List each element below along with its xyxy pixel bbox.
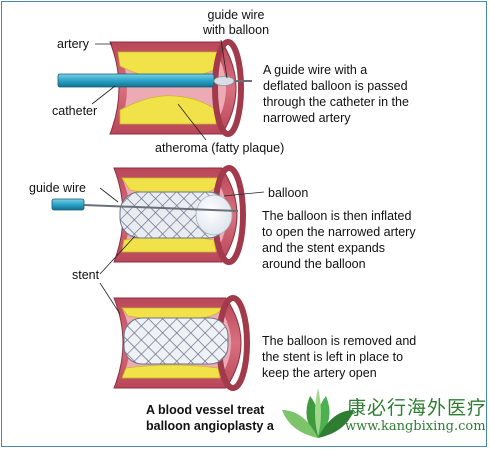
panel-2-artery-with-balloon (51, 165, 265, 275)
watermark-brand-name: 康必行海外医疗 (347, 397, 488, 419)
kangbixing-logo-icon (282, 388, 354, 438)
label-balloon: balloon (268, 186, 309, 200)
label-atheroma: atheroma (fatty plaque) (155, 141, 285, 155)
step-3-description: The balloon is removed and the stent is … (262, 334, 417, 380)
label-catheter: catheter (52, 104, 98, 118)
label-guide-wire: guide wire (29, 181, 86, 195)
panel-3-artery-with-stent (113, 295, 250, 391)
stent-leader-line (99, 282, 121, 315)
step-2-description: The balloon is then inflated to open the… (262, 209, 416, 271)
label-artery: artery (57, 37, 89, 51)
watermark-url: www.kangbixing.com (345, 419, 486, 434)
step-1-description: A guide wire with a deflated balloon is … (263, 63, 409, 125)
label-stent: stent (72, 268, 100, 282)
figure-caption: A blood vessel treat balloon angioplasty… (146, 403, 274, 433)
label-guide-wire-with-balloon: guide wire with balloon (203, 8, 270, 37)
panel-1-artery-cross-section (57, 39, 252, 141)
